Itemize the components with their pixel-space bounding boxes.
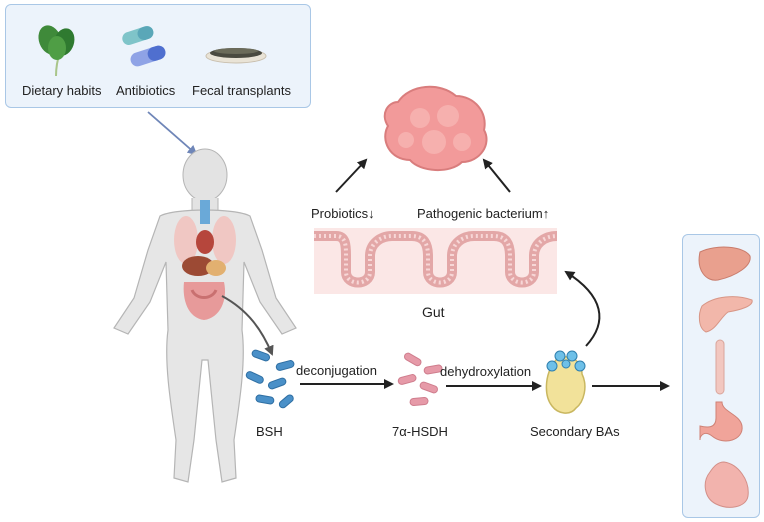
pathogenic-bacterium-label: Pathogenic bacterium↑ [417,206,550,221]
bas-to-gut-arrow [564,270,601,347]
antibiotics-label: Antibiotics [116,83,176,98]
bile-acid-cluster-icon [545,350,586,414]
body-to-bsh-arrow [221,295,274,356]
capsule-icon [122,26,166,67]
intervention-arrow [147,111,198,156]
spinach-icon [38,25,75,77]
petri-dish-icon [205,48,267,64]
hsdh-label: 7α-HSDH [392,424,448,439]
stomach-icon [699,401,743,442]
liver-icon [698,246,751,281]
fecal-transplants-label: Fecal transplants [192,83,291,98]
dehydroxylation-label: dehydroxylation [440,364,532,379]
human-body-icon [113,148,297,483]
blue-bacteria-icon [245,349,295,409]
pathogen-arrow [482,158,511,193]
gut-label: Gut [422,304,445,320]
bsh-label: BSH [256,424,283,439]
lung-icon [704,461,749,508]
tumor-icon [383,85,488,171]
pink-bacteria-icon [397,352,443,406]
probiotics-arrow [335,158,368,193]
deconjugation-label: deconjugation [296,363,377,378]
probiotics-label: Probiotics↓ [311,206,375,221]
dietary-habits-label: Dietary habits [22,83,102,98]
pancreas-icon [698,296,753,333]
secondary-bas-label: Secondary BAs [530,424,620,439]
esophagus-icon [715,339,725,395]
gut-wall-icon [314,228,558,294]
